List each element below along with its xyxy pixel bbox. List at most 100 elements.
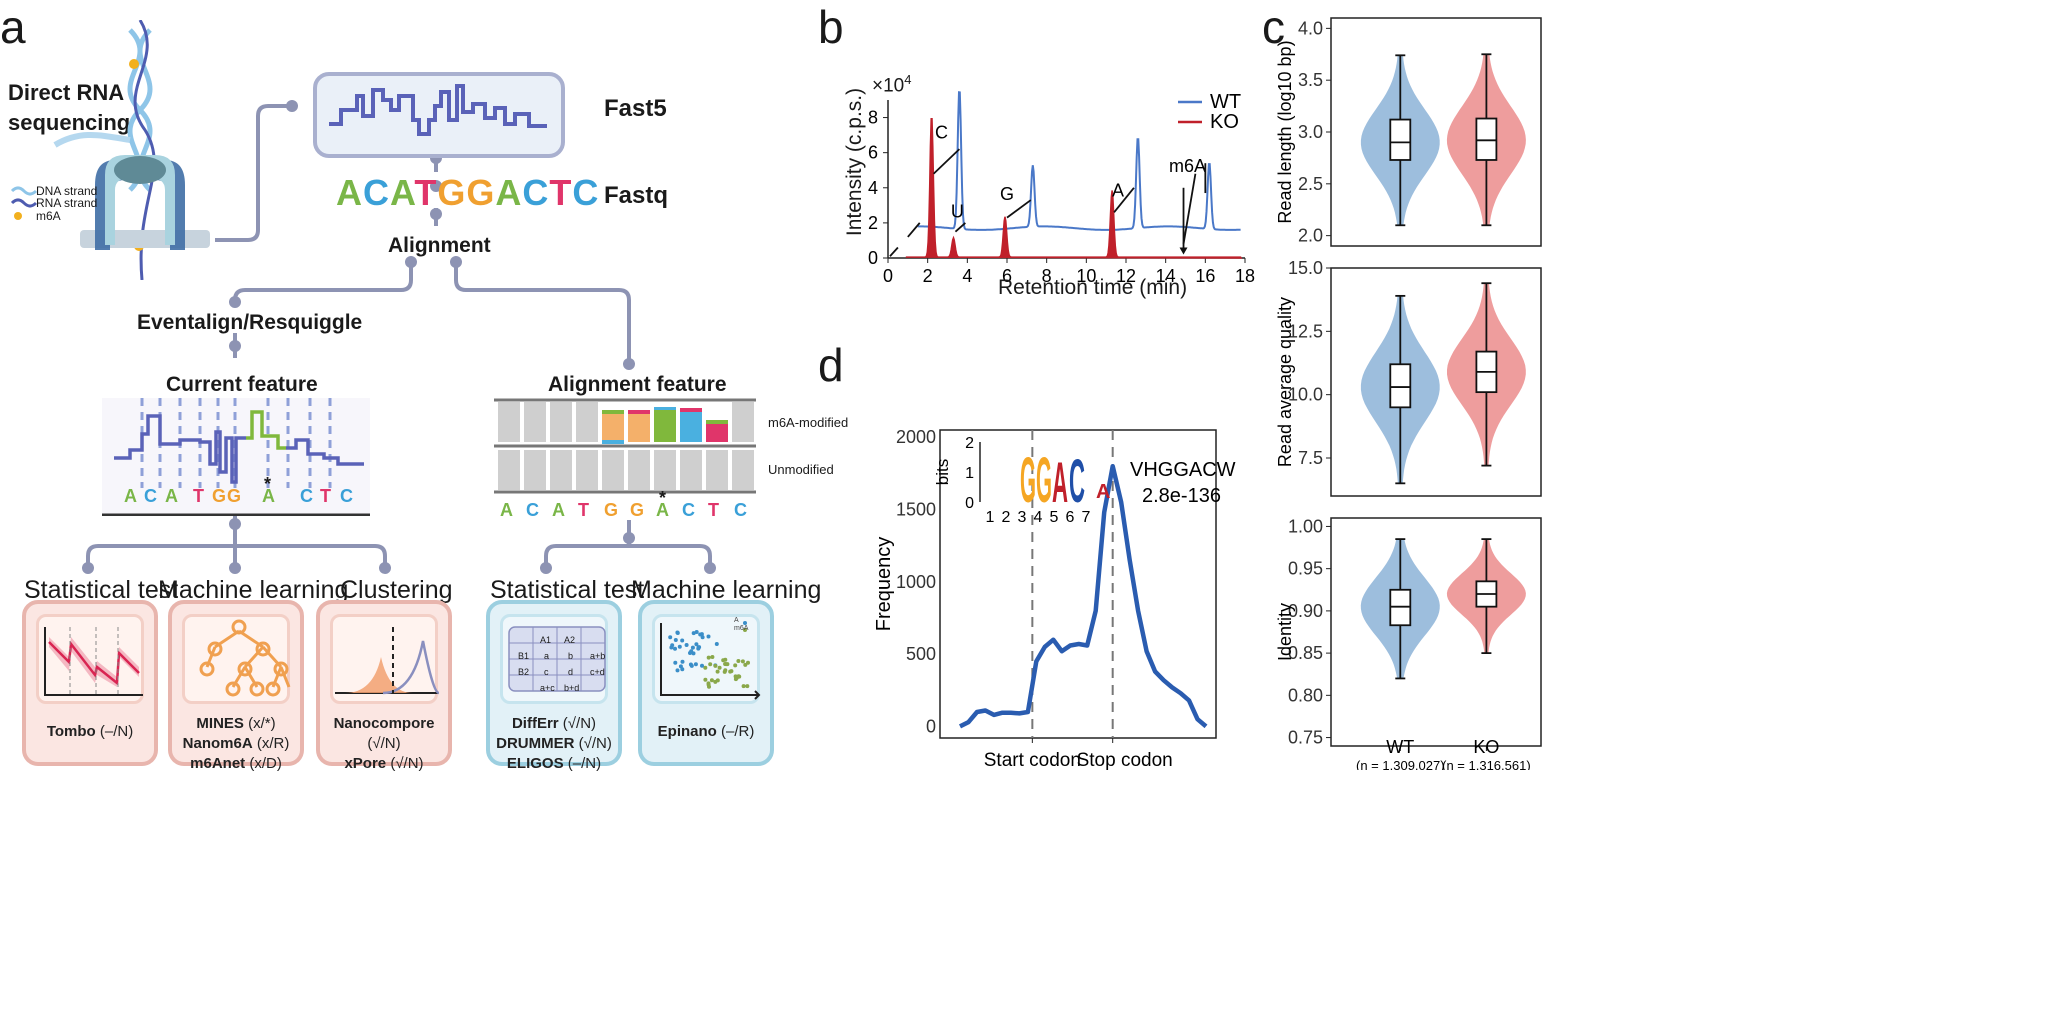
legend-m6a: m6A [36, 209, 61, 223]
tombo-name: Tombo [46, 723, 96, 740]
alignment-label: Alignment [388, 234, 491, 257]
x-tick-label: 14 [1156, 266, 1176, 286]
alignment-feature-title: Alignment feature [548, 373, 727, 396]
scatter-point [740, 659, 745, 664]
scatter-point [710, 655, 715, 659]
method-clustering: Clustering [340, 576, 453, 604]
ct-b: b [568, 651, 574, 661]
seq-base: C [363, 172, 390, 213]
motif-ylabel: bits [933, 459, 952, 485]
legend-wt-label: WT [1210, 91, 1241, 113]
subplot-ylabel: Read average quality [1275, 297, 1295, 467]
ct-c: c [544, 667, 549, 677]
legend-dna: DNA strand [36, 184, 98, 198]
scatter-point [709, 678, 714, 683]
motif-y-tick: 2 [965, 435, 974, 452]
epinano-name: Epinano [657, 723, 717, 740]
y-tick-label: 10.0 [1288, 385, 1323, 405]
cf-base: T [193, 486, 204, 506]
legend-dot-a [743, 621, 747, 625]
af-base: T [708, 500, 719, 520]
ml2-tool-list: Epinano (–/R) [642, 722, 770, 742]
scatter-point [694, 642, 699, 647]
tombo-tag: (–/N) [95, 723, 134, 740]
seq-base: T [549, 172, 573, 213]
differr-name: DiffErr [511, 715, 559, 732]
annotation-line [907, 222, 921, 238]
annotation-line [954, 222, 966, 233]
method-connectors [82, 520, 716, 574]
scatter-point [746, 660, 750, 665]
scatter-point [706, 634, 711, 639]
scatter-point [700, 635, 705, 640]
ct-ab: a+b [590, 651, 606, 661]
x-tick-label: 6 [1002, 266, 1012, 286]
cf-base: A [262, 486, 275, 506]
ct-a2: A2 [564, 635, 576, 645]
x-tick-label: 4 [962, 266, 972, 286]
ml-tool-list: MINES (x/*) Nanom6A (x/R) m6Anet (x/D) [172, 714, 300, 774]
cf-base: G [227, 486, 242, 506]
seq-base: A [495, 172, 523, 213]
panel-label-a: a [0, 1, 26, 53]
y-tick-label: 1500 [896, 500, 936, 520]
eventalign-label: Eventalign/Resquiggle [137, 311, 363, 334]
scatter-point [684, 643, 689, 647]
y-tick-label: 4.0 [1298, 18, 1323, 38]
subplot-frame [1330, 267, 1542, 497]
ct-a1: A1 [540, 635, 552, 645]
scatter-legend-a: A [734, 617, 739, 624]
seq-base: T [414, 172, 438, 213]
scatter-point [670, 643, 675, 648]
y-tick-label: 2 [868, 213, 878, 233]
motif-y-tick: 1 [965, 465, 974, 482]
scatter-icon [660, 621, 761, 700]
fast5-signal-trace [329, 84, 547, 136]
seq-base: A [390, 172, 415, 213]
m6a-star: * [264, 474, 272, 494]
annotation-label: U [951, 202, 964, 222]
annotation-label: A [1112, 181, 1124, 201]
scatter-point [729, 669, 734, 674]
annotation-label: G [1000, 184, 1014, 204]
series-ko-area [905, 118, 1243, 259]
panel-label-d: d [818, 339, 844, 391]
tombo-tool-list: Tombo (–/N) [26, 722, 154, 742]
motif-letter: A [1052, 451, 1068, 515]
box [1475, 117, 1498, 161]
motif-x-tick: 5 [1050, 509, 1059, 526]
scatter-legend-m6a: m6A [734, 625, 749, 632]
y-tick-label: 500 [906, 644, 936, 664]
x-tick-label: 2 [923, 266, 933, 286]
nanocompore-tag: (√/N) [367, 735, 401, 752]
fast5-signal-box [313, 72, 565, 158]
scatter-point [715, 669, 720, 674]
category-label: KO [1473, 737, 1499, 757]
mines-tag: (x/*) [243, 715, 276, 732]
current-feature-title: Current feature [166, 373, 318, 396]
fastq-sequence: ACATGGACTC [336, 172, 599, 214]
af-base: C [734, 500, 747, 520]
scatter-point [698, 632, 703, 637]
y-tick-label: 8 [868, 108, 878, 128]
y-tick-label: 2.0 [1298, 226, 1323, 246]
subplot-ylabel: Read length (log10 bp) [1275, 40, 1295, 223]
panel-label-b: b [818, 1, 844, 53]
scatter-point [741, 684, 746, 689]
scatter-point [675, 668, 680, 673]
nanocompore-name: Nanocompore [333, 715, 435, 732]
y-tick-label: 7.5 [1298, 448, 1323, 468]
decision-tree-icon [199, 619, 291, 697]
ct-bd: b+d [564, 683, 580, 693]
motif-evalue: 2.8e-136 [1142, 485, 1221, 507]
y-tick-label: 0.90 [1288, 601, 1323, 621]
af-base: C [526, 500, 539, 520]
current-feature-plot [102, 398, 370, 517]
y-tick-label: 0 [926, 716, 936, 736]
af-base: C [682, 500, 695, 520]
scatter-point [673, 646, 677, 651]
m6a-modified-label: m6A-modified [768, 415, 849, 430]
subplot-frame [1330, 517, 1542, 747]
scatter-point [673, 638, 678, 642]
